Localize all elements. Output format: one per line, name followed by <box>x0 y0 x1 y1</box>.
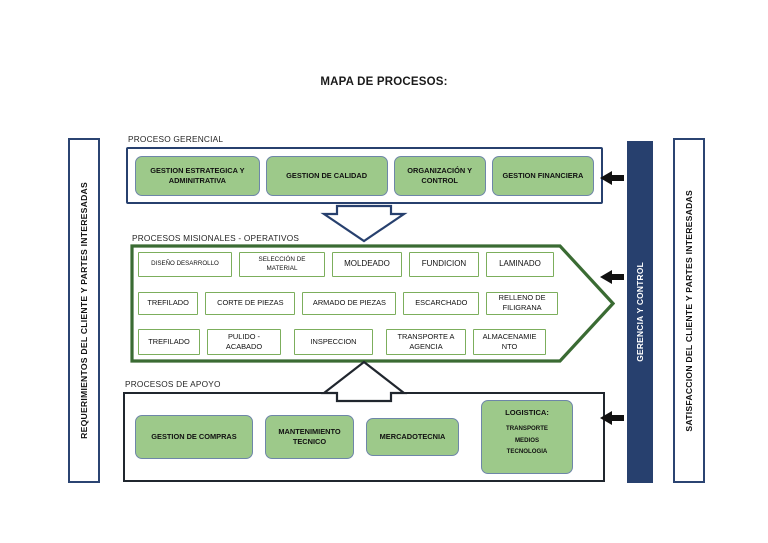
process-box-inspeccion[interactable]: INSPECCION <box>294 329 373 355</box>
apoyo-box-row: GESTION DE COMPRAS MANTENIMIENTO TECNICO… <box>125 394 603 480</box>
caption-procesos-apoyo: PROCESOS DE APOYO <box>125 379 221 389</box>
process-box-laminado[interactable]: LAMINADO <box>486 252 554 277</box>
operativos-row: TREFILADO CORTE DE PIEZAS ARMADO DE PIEZ… <box>138 291 558 315</box>
gerencia-control-label: GERENCIA Y CONTROL <box>635 262 645 362</box>
gerencial-box-row: GESTION ESTRATEGICA Y ADMINITRATIVA GEST… <box>128 149 601 202</box>
operativos-container: DISEÑO DESARROLLO SELECCIÓN DE MATERIAL … <box>130 244 615 363</box>
process-box-mantenimiento-tecnico[interactable]: MANTENIMIENTO TECNICO <box>265 415 354 459</box>
process-box-transporte-agencia[interactable]: TRANSPORTE A AGENCIA <box>386 329 466 355</box>
operativos-rows: DISEÑO DESARROLLO SELECCIÓN DE MATERIAL … <box>138 250 558 357</box>
left-requirements-label: REQUERIMIENTOS DEL CLIENTE Y PARTES INTE… <box>79 182 89 439</box>
process-box-gestion-calidad[interactable]: GESTION DE CALIDAD <box>265 155 388 196</box>
down-arrow-icon <box>320 204 408 243</box>
process-box-armado-piezas[interactable]: ARMADO DE PIEZAS <box>302 291 397 315</box>
process-box-gestion-financiera[interactable]: GESTION FINANCIERA <box>491 155 594 196</box>
operativos-row: TREFILADO PULIDO - ACABADO INSPECCION TR… <box>138 329 558 355</box>
process-box-organizacion-control[interactable]: ORGANIZACIÓN Y CONTROL <box>393 155 486 196</box>
gerencial-container: GESTION ESTRATEGICA Y ADMINITRATIVA GEST… <box>126 147 603 204</box>
process-box-seleccion-material[interactable]: SELECCIÓN DE MATERIAL <box>239 252 325 277</box>
process-box-almacenamiento[interactable]: ALMACENAMIE NTO <box>473 329 546 355</box>
process-box-relleno-filigrana[interactable]: RELLENO DE FILIGRANA <box>486 291 558 315</box>
process-box-fundicion[interactable]: FUNDICION <box>409 252 479 277</box>
process-box-gestion-estrategica[interactable]: GESTION ESTRATEGICA Y ADMINITRATIVA <box>135 155 260 196</box>
right-satisfaction-label: SATISFACCION DEL CLIENTE Y PARTES INTERE… <box>684 189 694 432</box>
page-title: MAPA DE PROCESOS: <box>320 76 448 88</box>
flow-arrow-left-gerencial-icon <box>600 171 624 185</box>
left-requirements-bar: REQUERIMIENTOS DEL CLIENTE Y PARTES INTE… <box>68 138 100 483</box>
gerencia-control-bar: GERENCIA Y CONTROL <box>627 141 653 483</box>
process-box-pulido-acabado[interactable]: PULIDO - ACABADO <box>207 329 281 355</box>
process-box-diseno-desarrollo[interactable]: DISEÑO DESARROLLO <box>138 252 232 277</box>
process-box-escarchado[interactable]: ESCARCHADO <box>403 291 480 315</box>
right-satisfaction-bar: SATISFACCION DEL CLIENTE Y PARTES INTERE… <box>673 138 705 483</box>
process-box-moldeado[interactable]: MOLDEADO <box>332 252 402 277</box>
process-box-corte-piezas[interactable]: CORTE DE PIEZAS <box>205 291 296 315</box>
caption-proceso-gerencial: PROCESO GERENCIAL <box>128 134 224 144</box>
caption-procesos-operativos: PROCESOS MISIONALES - OPERATIVOS <box>132 233 300 243</box>
process-box-trefilado-2[interactable]: TREFILADO <box>138 329 200 355</box>
process-box-trefilado-1[interactable]: TREFILADO <box>138 291 199 315</box>
process-box-gestion-compras[interactable]: GESTION DE COMPRAS <box>135 415 253 459</box>
apoyo-container: GESTION DE COMPRAS MANTENIMIENTO TECNICO… <box>123 392 605 482</box>
process-box-mercadotecnia[interactable]: MERCADOTECNIA <box>366 418 459 456</box>
logistica-title: LOGISTICA: <box>505 408 549 417</box>
operativos-row: DISEÑO DESARROLLO SELECCIÓN DE MATERIAL … <box>138 252 558 277</box>
